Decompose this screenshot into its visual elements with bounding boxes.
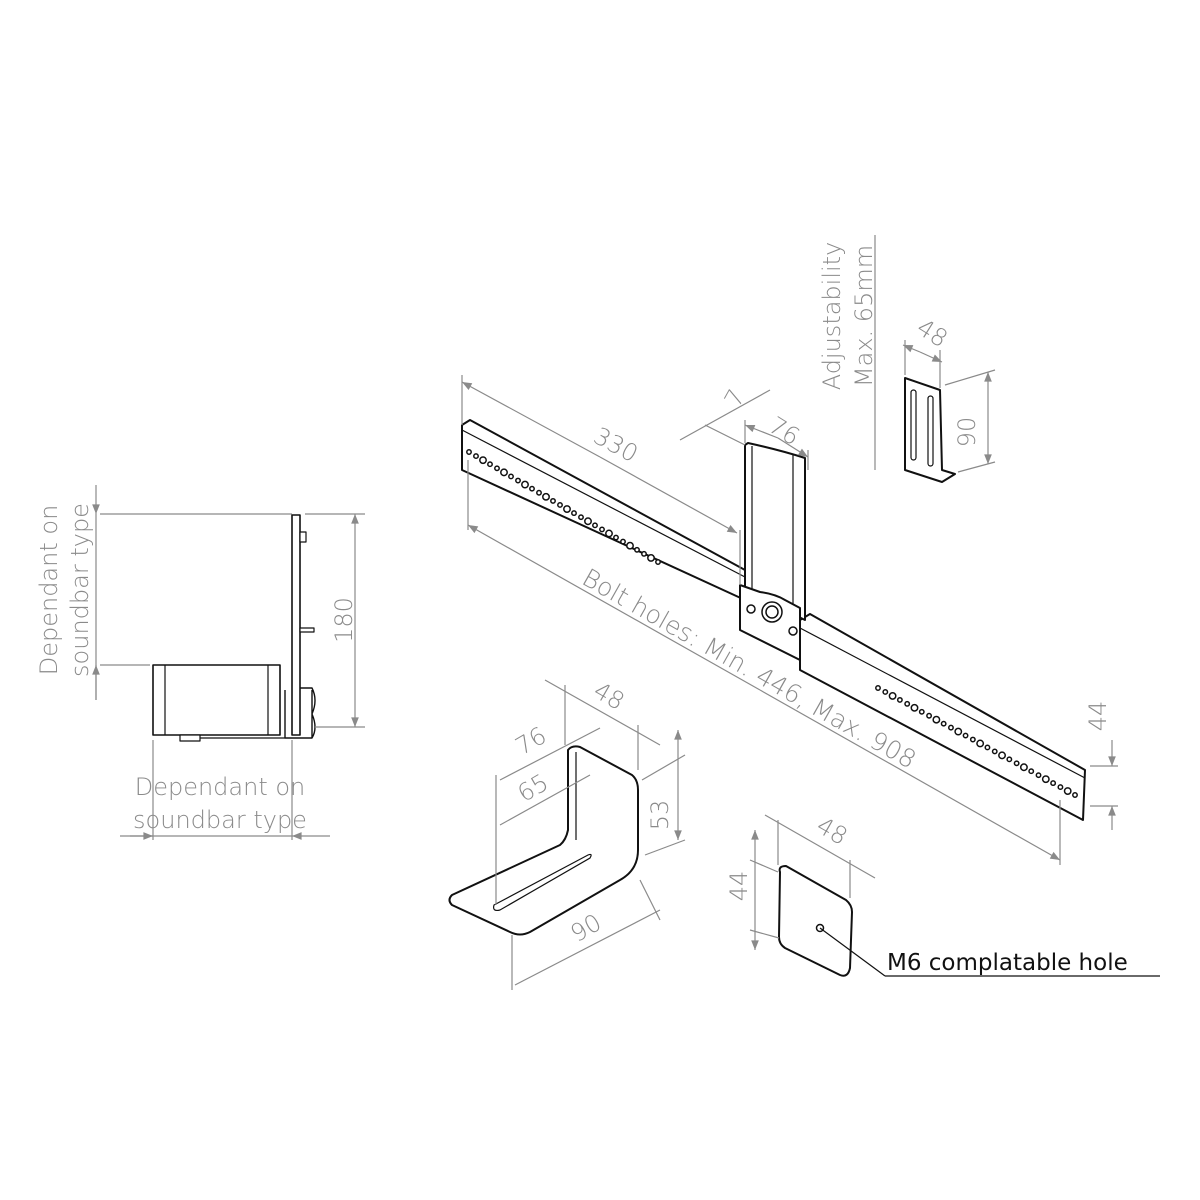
dim-180: 180 — [330, 597, 358, 643]
depth-label-line2: soundbar type — [133, 806, 307, 834]
bolt-hole — [473, 453, 479, 460]
bolt-hole — [904, 700, 911, 707]
height-label-line1: Dependant on — [35, 505, 63, 676]
bolt-hole — [882, 689, 889, 695]
bolt-hole — [500, 468, 508, 477]
bolt-hole — [932, 715, 941, 724]
rail-assembly: 330 Bolt holes: Min. 446, Max. 908 7 76 … — [461, 375, 1118, 865]
bolt-hole — [620, 538, 626, 545]
bolt-hole — [508, 473, 514, 480]
bolt-hole — [1063, 787, 1072, 795]
bolt-hole — [998, 751, 1006, 760]
adjuster-bracket: Adjustability Max. 65mm 48 90 — [818, 235, 996, 483]
bolt-hole — [1050, 780, 1057, 787]
bolt-hole — [584, 517, 592, 526]
plate-dim-44: 44 — [725, 871, 753, 902]
bolt-hole — [918, 708, 925, 715]
bolt-hole — [1035, 772, 1042, 779]
bolt-hole — [910, 703, 919, 712]
adjuster-dim-48: 48 — [912, 313, 953, 353]
bolt-hole — [626, 541, 634, 550]
bolt-hole — [563, 505, 571, 513]
bolt-holes — [466, 449, 1078, 798]
bolt-hole — [991, 748, 998, 755]
bolt-hole — [494, 465, 500, 472]
depth-label-line1: Dependant on — [135, 773, 306, 801]
adjustability-line1: Adjustability — [818, 242, 846, 391]
bolt-hole — [466, 449, 472, 455]
bolt-hole — [984, 744, 991, 751]
bolt-hole — [542, 492, 550, 501]
bolt-hole — [515, 477, 521, 484]
bolt-hole — [1013, 760, 1020, 767]
height-label-line2: soundbar type — [66, 503, 94, 677]
lbracket-dim-76: 76 — [511, 721, 551, 761]
bolt-hole — [1057, 784, 1064, 791]
bolt-hole — [926, 712, 933, 719]
adjustability-line2: Max. 65mm — [850, 245, 878, 387]
adjuster-dim-90: 90 — [953, 417, 981, 448]
bolt-hole — [536, 489, 542, 496]
dim-330: 330 — [589, 422, 643, 468]
bolt-hole — [521, 480, 529, 489]
bolt-hole — [896, 696, 903, 703]
lbracket-dim-65: 65 — [513, 768, 553, 808]
bolt-hole — [550, 497, 556, 504]
bolt-hole — [592, 522, 598, 529]
bolt-hole — [875, 685, 881, 691]
bolt-hole — [599, 526, 605, 533]
side-view: Dependant on soundbar type 180 Dependant… — [35, 485, 365, 840]
bolt-hole — [613, 534, 619, 541]
plate: M6 complatable hole 44 48 — [725, 811, 1160, 977]
l-bracket: 48 76 65 53 90 — [448, 676, 686, 990]
bolt-hole — [1019, 763, 1028, 772]
lbracket-dim-53: 53 — [646, 800, 674, 831]
bolt-hole — [1041, 775, 1050, 784]
bolt-hole — [1028, 768, 1035, 775]
bolt-hole — [969, 736, 976, 743]
bolt-hole — [655, 559, 661, 565]
bolt-hole — [948, 724, 954, 731]
lbracket-dim-90: 90 — [566, 908, 606, 948]
lbracket-dim-48: 48 — [589, 676, 629, 716]
bolt-hole — [940, 720, 947, 727]
dim-7: 7 — [719, 385, 751, 412]
bolt-hole — [605, 529, 613, 538]
bolt-hole — [1072, 792, 1078, 798]
bolt-hole — [487, 461, 493, 468]
dim-44-rail: 44 — [1084, 701, 1112, 732]
bolt-hole — [571, 510, 577, 517]
bolt-hole — [954, 727, 963, 736]
bolt-hole — [976, 739, 985, 748]
m6-hole-callout: M6 complatable hole — [887, 950, 1128, 976]
bolt-hole — [641, 550, 647, 557]
bolt-hole — [557, 502, 563, 508]
dim-76-rail: 76 — [764, 411, 805, 451]
bolt-hole — [888, 691, 897, 700]
bolt-hole — [1006, 756, 1013, 763]
bolt-hole — [962, 732, 969, 739]
bolt-hole — [634, 546, 640, 553]
bolt-hole — [479, 456, 487, 465]
bolt-hole — [647, 553, 655, 562]
bolt-hole — [529, 485, 535, 492]
bolt-hole — [578, 514, 584, 521]
